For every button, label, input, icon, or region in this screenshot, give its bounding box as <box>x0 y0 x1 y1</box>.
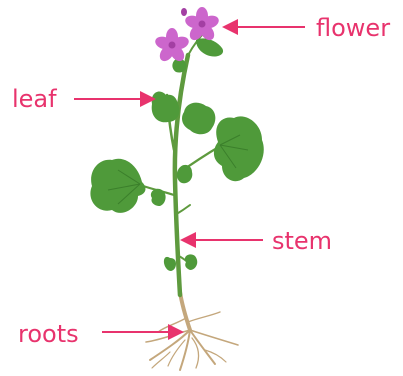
leaf-label: leaf <box>12 85 57 113</box>
roots-label: roots <box>18 320 79 348</box>
flower-label: flower <box>316 14 390 42</box>
stem-illustration <box>140 35 222 295</box>
stem-label: stem <box>272 227 332 255</box>
